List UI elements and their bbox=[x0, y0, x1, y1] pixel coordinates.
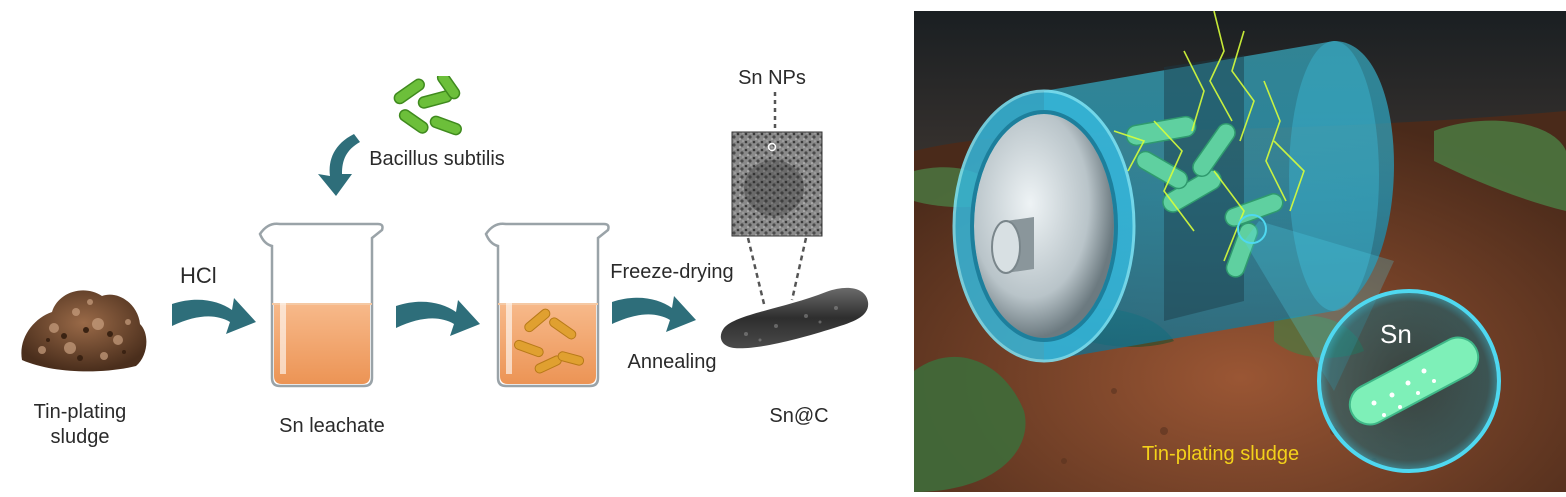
sn-nps-label: Sn NPs bbox=[738, 67, 806, 89]
tin-sludge-caption: Tin-plating sludge bbox=[1142, 443, 1300, 465]
curved-arrow-icon bbox=[318, 134, 360, 196]
tin-sludge-label: Tin-plating sludge bbox=[20, 400, 140, 450]
bacteria-icon bbox=[393, 76, 462, 136]
sn-label: Sn bbox=[1380, 319, 1412, 349]
curved-arrow-icon bbox=[172, 298, 256, 334]
beaker-bacteria bbox=[484, 222, 610, 388]
battery-illustration: Sn Tin-plating sludge bbox=[914, 11, 1566, 492]
illustration-scene bbox=[914, 11, 1566, 492]
tin-sludge-label-line1: Tin-plating bbox=[33, 401, 127, 423]
beaker-leachate bbox=[258, 222, 384, 388]
freeze-drying-label: Freeze-drying bbox=[610, 261, 734, 283]
process-diagram: Tin-plating sludge HCl Bacillus subtilis bbox=[20, 67, 869, 450]
curved-arrow-icon bbox=[396, 300, 480, 336]
carbon-rod bbox=[720, 287, 869, 349]
bacteria-label: Bacillus subtilis bbox=[369, 148, 505, 170]
annealing-label: Annealing bbox=[627, 351, 717, 373]
tem-image bbox=[731, 92, 823, 305]
curved-arrow-icon bbox=[612, 296, 696, 332]
sn-c-label: Sn@C bbox=[769, 405, 829, 427]
sludge-pile bbox=[21, 290, 147, 372]
hcl-label: HCl bbox=[180, 263, 217, 288]
tin-sludge-label-line2: sludge bbox=[50, 426, 110, 448]
leachate-label: Sn leachate bbox=[279, 415, 385, 437]
